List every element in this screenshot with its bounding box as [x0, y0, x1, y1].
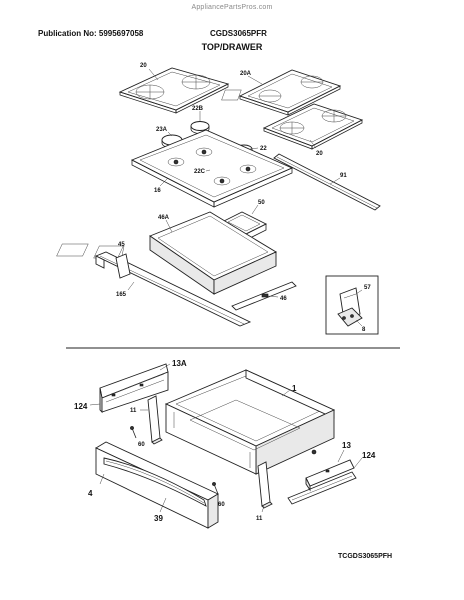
watermark: AppliancePartsPros.com	[191, 4, 273, 11]
leader-lines-top	[121, 68, 341, 298]
trim-strip[interactable]	[273, 153, 381, 211]
left-grate[interactable]	[118, 67, 230, 114]
drawer-bracket-lower[interactable]	[257, 461, 273, 509]
diagram-code: TCGDS3065PFH	[338, 553, 393, 560]
drawer-glide-left[interactable]	[99, 363, 169, 414]
callout-20a: 20A	[240, 71, 252, 77]
callout-11-upper: 11	[130, 408, 137, 414]
callout-60-left: 60	[138, 442, 145, 448]
callout-13a: 13A	[172, 359, 187, 368]
callout-20-right: 20	[316, 151, 323, 157]
ignition-module[interactable]	[337, 307, 363, 327]
right-grate-top[interactable]	[221, 69, 342, 116]
drawer-bracket-upper[interactable]	[147, 395, 163, 445]
callout-50: 50	[258, 200, 265, 206]
callout-39: 39	[154, 514, 163, 523]
callout-124-left: 124	[74, 402, 88, 411]
right-grate-bottom[interactable]	[262, 103, 364, 150]
callout-22c: 22C	[194, 169, 206, 175]
frame-bracket-45[interactable]	[115, 253, 131, 279]
frame-rail-left[interactable]	[94, 251, 252, 327]
callout-23a: 23A	[156, 127, 168, 133]
publication-number: Publication No: 5995697058	[38, 29, 144, 38]
callout-46a: 46A	[158, 215, 170, 221]
screw-right[interactable]	[212, 482, 219, 495]
callout-13: 13	[342, 441, 351, 450]
callout-91: 91	[340, 173, 347, 179]
callout-22: 22	[260, 146, 267, 152]
callout-124-right: 124	[362, 451, 376, 460]
drawer-body[interactable]	[164, 369, 336, 475]
burner-box-frame[interactable]	[56, 211, 277, 295]
callout-165: 165	[116, 292, 127, 298]
callout-20-left: 20	[140, 63, 147, 69]
model-number: CGDS3065PFR	[210, 29, 267, 38]
callout-16: 16	[154, 188, 161, 194]
callout-46: 46	[280, 296, 287, 302]
callout-8: 8	[362, 327, 366, 333]
callout-57: 57	[364, 285, 371, 291]
frame-rail-right[interactable]	[231, 281, 297, 311]
callout-45: 45	[118, 242, 125, 248]
callout-11-lower: 11	[256, 516, 263, 522]
callout-4: 4	[88, 489, 93, 498]
callout-60-right: 60	[218, 502, 225, 508]
drawer-handle[interactable]	[103, 457, 207, 507]
callout-22b: 22B	[192, 106, 204, 112]
section-title: TOP/DRAWER	[201, 42, 263, 52]
cooktop-panel[interactable]	[130, 129, 294, 208]
drawer-glide-right[interactable]	[287, 471, 357, 505]
screw-left[interactable]	[130, 426, 137, 439]
callout-1: 1	[292, 384, 297, 393]
